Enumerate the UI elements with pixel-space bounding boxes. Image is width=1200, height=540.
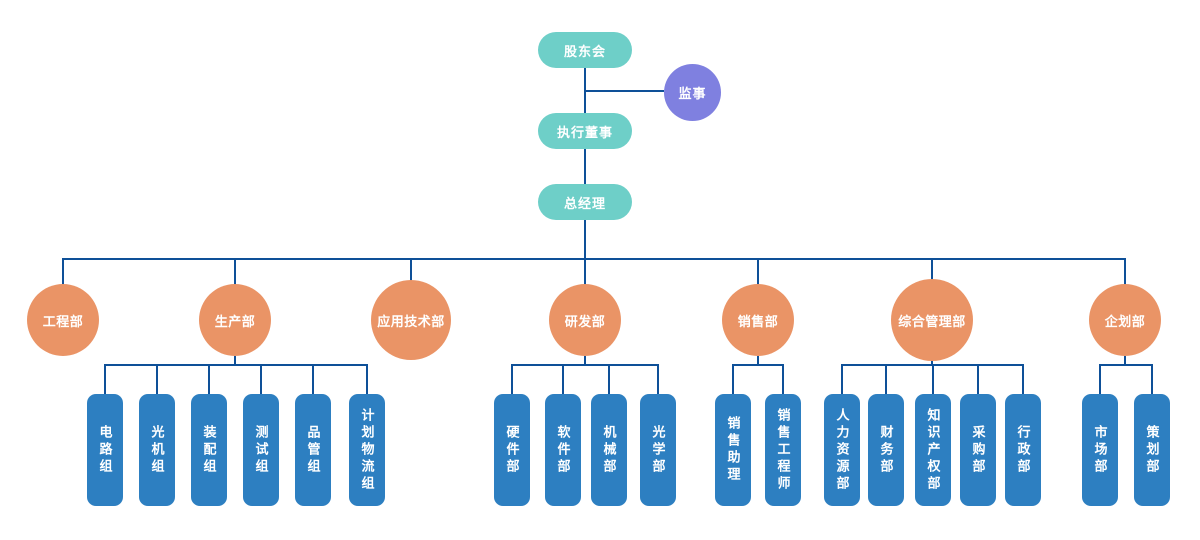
team-software[interactable]: 软件部 [545,394,581,506]
team-quality[interactable]: 品管组 [295,394,331,506]
team-hardware[interactable]: 硬件部 [494,394,530,506]
team-finance[interactable]: 财务部 [868,394,904,506]
dept-rnd[interactable]: 研发部 [549,284,621,356]
dept-sales[interactable]: 销售部 [722,284,794,356]
sales-branch [732,356,784,395]
node-executive-director[interactable]: 执行董事 [538,113,632,149]
team-marketing[interactable]: 市场部 [1082,394,1118,506]
dept-production[interactable]: 生产部 [199,284,271,356]
role-sales-assistant[interactable]: 销售助理 [715,394,751,506]
team-assembly[interactable]: 装配组 [191,394,227,506]
node-general-manager[interactable]: 总经理 [538,184,632,220]
node-supervisor[interactable]: 监事 [664,64,721,121]
team-hr[interactable]: 人力资源部 [824,394,860,506]
department-spine [62,258,1126,285]
team-optics[interactable]: 光学部 [640,394,676,506]
top-connectors [584,68,664,260]
dept-general-management[interactable]: 综合管理部 [891,279,973,361]
dept-planning[interactable]: 企划部 [1089,284,1161,356]
team-ip[interactable]: 知识产权部 [915,394,951,506]
node-shareholders[interactable]: 股东会 [538,32,632,68]
team-circuit[interactable]: 电路组 [87,394,123,506]
dept-applied-technology[interactable]: 应用技术部 [371,280,451,360]
team-testing[interactable]: 测试组 [243,394,279,506]
team-mechanical[interactable]: 机械部 [591,394,627,506]
rnd-branch [511,356,659,395]
team-opto-mech[interactable]: 光机组 [139,394,175,506]
dept-engineering[interactable]: 工程部 [27,284,99,356]
team-strategy[interactable]: 策划部 [1134,394,1170,506]
production-branch [104,356,368,395]
general-management-branch [841,360,1024,395]
team-purchasing[interactable]: 采购部 [960,394,996,506]
team-admin[interactable]: 行政部 [1005,394,1041,506]
planning-branch [1099,356,1153,395]
team-plan-logistics[interactable]: 计划物流组 [349,394,385,506]
role-sales-engineer[interactable]: 销售工程师 [765,394,801,506]
